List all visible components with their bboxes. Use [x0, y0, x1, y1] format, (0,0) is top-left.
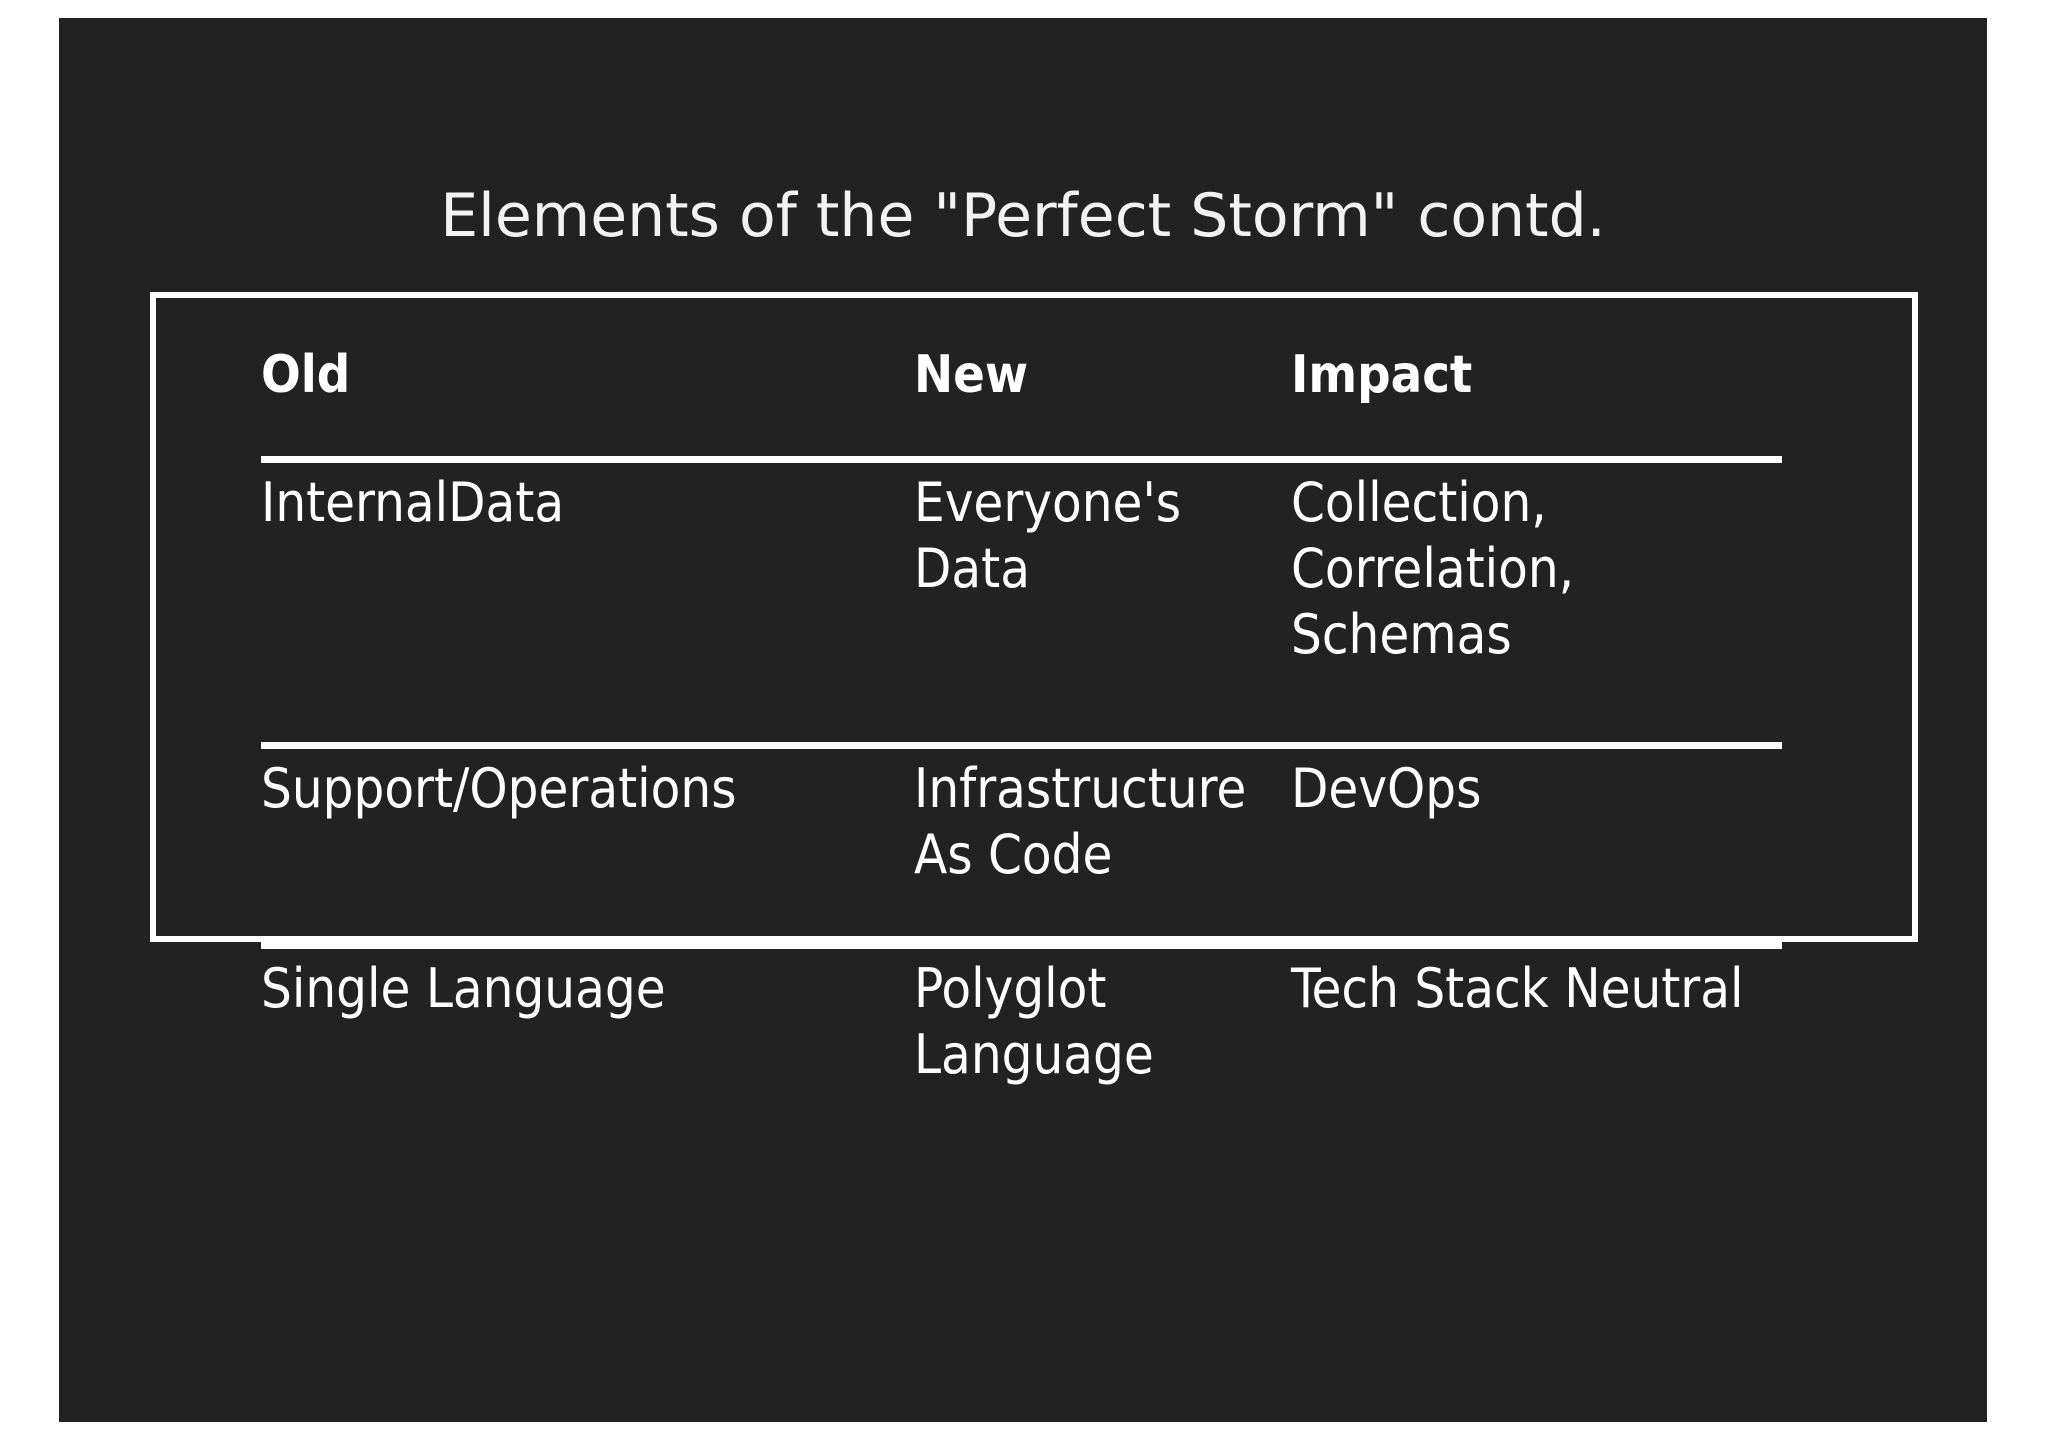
- table-frame-border: [150, 292, 1918, 942]
- cell-impact-0: Collection, Correlation, Schemas: [1291, 471, 1575, 666]
- comparison-table: Old New Impact InternalData Everyone's D…: [261, 342, 1785, 1086]
- page-title: Elements of the "Perfect Storm" contd.: [440, 181, 1606, 251]
- table-rule-row-1: [261, 742, 1782, 749]
- cell-new-2: Polyglot Language: [914, 957, 1154, 1086]
- cell-old-2: Single Language: [261, 957, 666, 1020]
- table-rule-header: [261, 456, 1782, 463]
- cell-impact-1: DevOps: [1291, 757, 1482, 820]
- cell-old-0: InternalData: [261, 471, 565, 534]
- cell-new-0: Everyone's Data: [914, 471, 1182, 600]
- cell-old-1: Support/Operations: [261, 757, 737, 820]
- table-header-row: Old New Impact: [261, 342, 1785, 442]
- cell-impact-2: Tech Stack Neutral: [1291, 957, 1744, 1020]
- table-row: Single Language Polyglot Language Tech S…: [261, 956, 1785, 1156]
- table-row: InternalData Everyone's Data Collection,…: [261, 470, 1785, 740]
- column-header-old: Old: [261, 345, 351, 405]
- column-header-new: New: [914, 345, 1029, 405]
- column-header-impact: Impact: [1291, 345, 1473, 405]
- cell-new-1: Infrastructure As Code: [914, 757, 1247, 886]
- presentation-slide: Elements of the "Perfect Storm" contd. O…: [59, 18, 1987, 1422]
- table-row: Support/Operations Infrastructure As Cod…: [261, 756, 1785, 956]
- table-rule-row-2: [261, 942, 1782, 949]
